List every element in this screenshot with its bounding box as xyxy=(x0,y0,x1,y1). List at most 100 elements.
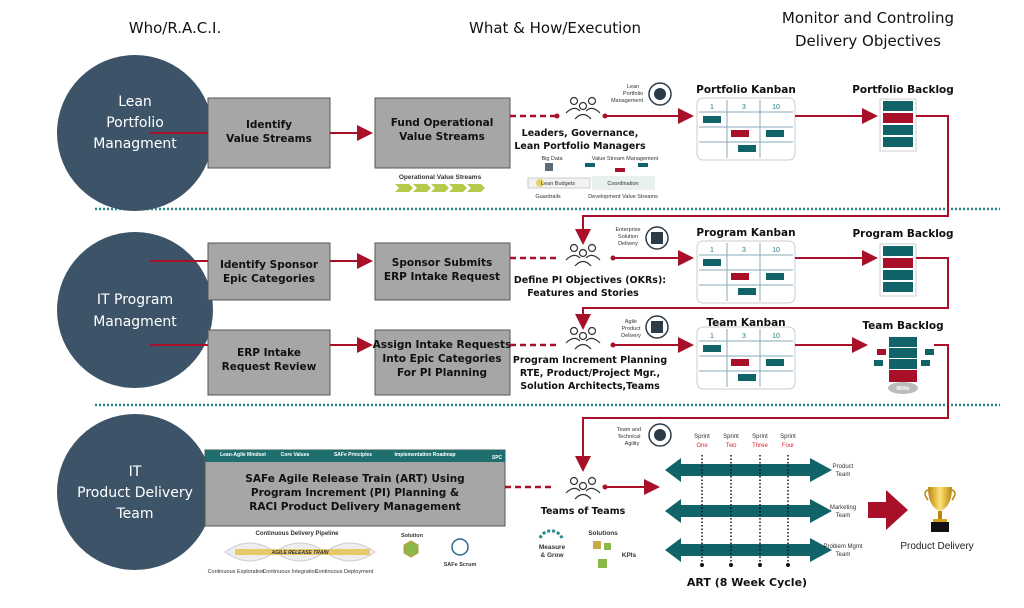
svg-text:Technical: Technical xyxy=(618,434,641,440)
svg-text:Program Increment (PI) Plannin: Program Increment (PI) Planning & xyxy=(251,487,459,499)
svg-text:Sponsor Submits: Sponsor Submits xyxy=(392,257,492,269)
svg-text:Fund Operational: Fund Operational xyxy=(391,117,494,129)
svg-text:Program Backlog: Program Backlog xyxy=(852,228,953,240)
svg-text:SAFe Principles: SAFe Principles xyxy=(334,452,372,458)
svg-text:Agility: Agility xyxy=(625,441,640,447)
svg-text:Lean Budgets: Lean Budgets xyxy=(541,181,575,187)
svg-text:10: 10 xyxy=(772,333,780,340)
svg-text:Guardrails: Guardrails xyxy=(535,194,561,200)
svg-text:Delivery: Delivery xyxy=(621,333,641,339)
svg-text:Managment: Managment xyxy=(93,136,177,152)
sprint-number: Three xyxy=(752,443,768,449)
box-assign-intake: Assign Intake Requests Into Epic Categor… xyxy=(373,329,511,396)
sprint-end-dot xyxy=(700,563,704,567)
sprint-number: Two xyxy=(725,443,737,449)
svg-text:SAFe Scrum: SAFe Scrum xyxy=(444,562,477,568)
svg-text:Epic Categories: Epic Categories xyxy=(223,273,315,285)
svg-text:Portfolio: Portfolio xyxy=(623,91,643,97)
svg-text:Portfolio Backlog: Portfolio Backlog xyxy=(852,84,954,96)
svg-text:IT: IT xyxy=(129,464,142,480)
svg-text:Continuous Delivery Pipeline: Continuous Delivery Pipeline xyxy=(255,531,339,537)
svg-text:SPC: SPC xyxy=(492,455,503,461)
svg-text:3: 3 xyxy=(742,247,746,254)
lpm-competency: Lean Portfolio Management xyxy=(611,82,672,106)
box-identify-sponsor: Identify Sponsor Epic Categories xyxy=(207,242,331,301)
svg-text:10: 10 xyxy=(772,247,780,254)
solution-cube-icon xyxy=(403,540,419,558)
product-delivery-label: Product Delivery xyxy=(900,541,973,552)
svg-text:Measure: Measure xyxy=(539,544,566,551)
sprint-label: Sprint xyxy=(752,434,768,440)
svg-text:Identify: Identify xyxy=(246,119,292,131)
esd-competency: Enterprise Solution Delivery xyxy=(615,226,669,250)
svg-text:Value Stream Management: Value Stream Management xyxy=(592,156,659,162)
art-team-label: Marketing xyxy=(830,505,856,511)
box-safe-art: Lean-Agile Mindset Core Values SAFe Prin… xyxy=(204,449,506,527)
svg-text:Solution: Solution xyxy=(401,533,424,539)
svg-text:Continuous Integration: Continuous Integration xyxy=(262,569,317,575)
program-backlog: Program Backlog xyxy=(852,228,954,297)
sprint-number: Four xyxy=(782,443,794,449)
art-team-label: Team xyxy=(836,472,851,478)
art-team-label: Team xyxy=(836,513,851,519)
solution-cube-icon xyxy=(593,541,601,549)
sprint-label: Sprint xyxy=(723,434,739,440)
svg-text:Continuous Exploration: Continuous Exploration xyxy=(208,569,265,575)
metrics: Measure & Grow Solutions KPIs xyxy=(538,529,637,568)
svg-text:1: 1 xyxy=(710,104,714,111)
gauge-icon xyxy=(538,529,564,539)
svg-text:AGILE RELEASE TRAIN: AGILE RELEASE TRAIN xyxy=(271,550,329,556)
people-icon xyxy=(565,243,601,267)
svg-text:Program Kanban: Program Kanban xyxy=(696,227,795,239)
svg-text:Identify Sponsor: Identify Sponsor xyxy=(220,259,319,271)
svg-text:KPIs: KPIs xyxy=(622,552,637,559)
pi-objectives-1: Define PI Objectives (OKRs): xyxy=(514,275,666,286)
teams-of-teams-label: Teams of Teams xyxy=(541,506,626,517)
sprint-label: Sprint xyxy=(694,434,710,440)
svg-text:10: 10 xyxy=(772,104,780,111)
svg-text:Lean: Lean xyxy=(118,94,152,110)
svg-text:ERP Intake: ERP Intake xyxy=(237,347,301,359)
svg-text:Portfolio: Portfolio xyxy=(106,115,164,131)
svg-text:For PI Planning: For PI Planning xyxy=(397,367,487,379)
svg-text:Team: Team xyxy=(115,506,153,522)
operational-value-streams-label: Operational Value Streams xyxy=(399,174,482,181)
svg-text:Managment: Managment xyxy=(93,314,177,330)
svg-text:Team and: Team and xyxy=(617,427,641,433)
svg-text:3: 3 xyxy=(742,104,746,111)
art-cycle-label: ART (8 Week Cycle) xyxy=(687,576,807,589)
svg-text:Value Streams: Value Streams xyxy=(226,133,312,145)
svg-text:Big Data: Big Data xyxy=(541,156,563,162)
svg-text:Lean-Agile Mindset: Lean-Agile Mindset xyxy=(220,452,266,458)
sprint-number: One xyxy=(696,443,708,449)
svg-text:Implementation Roadmap: Implementation Roadmap xyxy=(394,452,455,458)
people-icon xyxy=(565,476,601,500)
box-sponsor-submits: Sponsor Submits ERP Intake Request xyxy=(374,242,511,301)
svg-text:3: 3 xyxy=(742,333,746,340)
svg-text:Enterprise: Enterprise xyxy=(615,227,640,233)
svg-text:Value Streams: Value Streams xyxy=(399,131,485,143)
box-identify-value-streams: Identify Value Streams xyxy=(207,97,331,169)
svg-text:Request Review: Request Review xyxy=(222,361,317,373)
pi-planning-2: RTE, Product/Project Mgr., xyxy=(520,368,660,379)
svg-text:Management: Management xyxy=(611,98,644,104)
delivery-arrow xyxy=(868,490,908,530)
pi-planning-1: Program Increment Planning xyxy=(513,355,667,366)
nfrs-label: NFRs xyxy=(896,386,909,392)
art-team-label: Problem Mgmt xyxy=(823,544,862,550)
scrum-cycle-icon xyxy=(451,538,469,556)
team-backlog: Team Backlog NFRs xyxy=(862,320,944,394)
svg-text:Into Epic Categories: Into Epic Categories xyxy=(382,353,501,365)
people-icon xyxy=(565,96,601,120)
svg-text:Team Kanban: Team Kanban xyxy=(706,317,785,329)
tta-competency: Team and Technical Agility xyxy=(617,423,672,447)
sprint-end-dot xyxy=(786,563,790,567)
sprint-end-dot xyxy=(729,563,733,567)
svg-text:Team Backlog: Team Backlog xyxy=(862,320,943,332)
pi-planning-3: Solution Architects,Teams xyxy=(520,381,660,392)
svg-text:Development Value Streams: Development Value Streams xyxy=(588,194,658,200)
